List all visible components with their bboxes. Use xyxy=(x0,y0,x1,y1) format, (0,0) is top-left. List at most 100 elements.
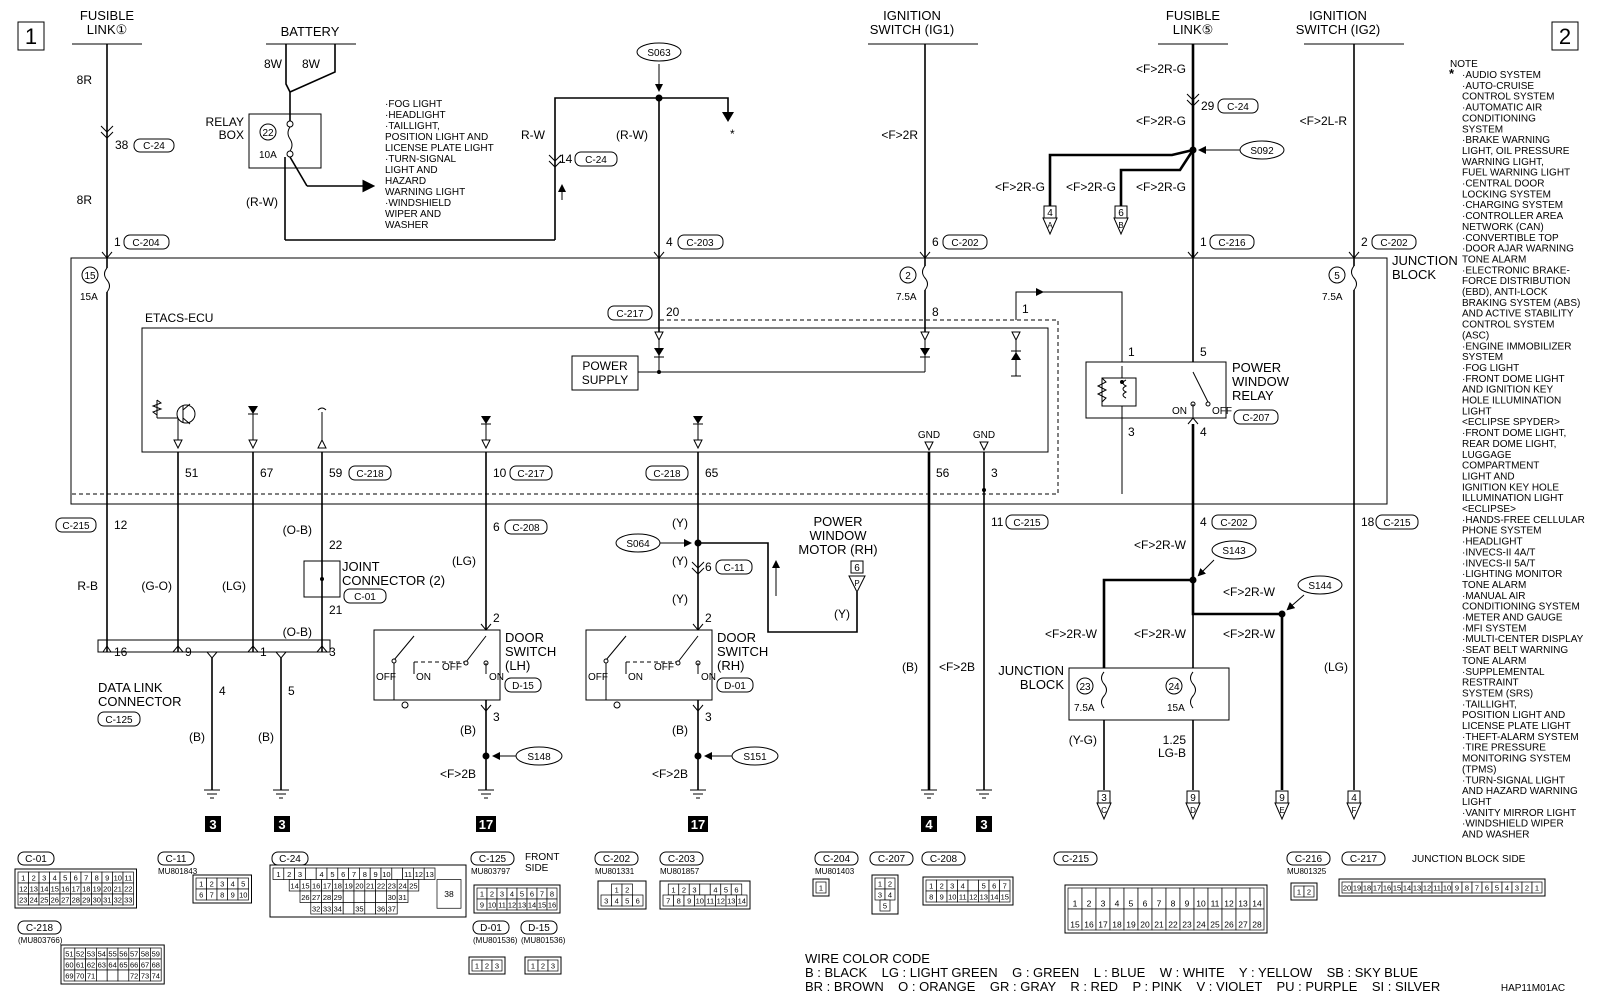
note-item: <ECLIPSE SPYDER> xyxy=(1462,417,1560,428)
connector-pin: 6 xyxy=(1485,884,1489,893)
connector-pin: 1 xyxy=(929,882,933,891)
connector-pin: 1 xyxy=(1297,888,1301,897)
svg-text:S064: S064 xyxy=(626,539,650,550)
connector-face-label: C-11 xyxy=(166,854,187,865)
svg-text:(RH): (RH) xyxy=(717,658,744,673)
fusible-link-5-header: FUSIBLE LINK⑤ xyxy=(1158,8,1228,45)
svg-text:5: 5 xyxy=(1334,271,1340,282)
svg-text:<F>2R-G: <F>2R-G xyxy=(1136,62,1186,76)
note-item: CONTROL SYSTEM xyxy=(1462,320,1554,331)
svg-text:LIGHT AND: LIGHT AND xyxy=(385,165,438,176)
connector-pin: 8 xyxy=(1171,899,1176,909)
svg-text:4: 4 xyxy=(1047,208,1053,219)
connector-pin: 8 xyxy=(929,893,933,902)
svg-text:NOTE: NOTE xyxy=(1450,59,1478,70)
note-item: RESTRAINT xyxy=(1462,678,1519,689)
svg-text:17: 17 xyxy=(691,817,705,832)
connector-face-label: C-125 xyxy=(479,854,507,865)
connector-pin: 15 xyxy=(301,882,309,891)
ecu-inputs: GND GND xyxy=(151,399,995,452)
svg-text:FUSIBLE: FUSIBLE xyxy=(1166,8,1221,23)
connector-pin: 20 xyxy=(1343,884,1351,893)
connector-pin: 4 xyxy=(320,870,324,879)
connector-pin: 4 xyxy=(713,886,717,895)
connector-pin: 3 xyxy=(878,891,882,900)
connector-pin: 7 xyxy=(84,874,88,883)
connector-pin: 10 xyxy=(696,897,704,906)
note-item: ·CENTRAL DOOR xyxy=(1462,179,1544,190)
connector-pin: 24 xyxy=(30,896,38,905)
note-item: <ECLIPSE> xyxy=(1462,504,1516,515)
svg-text:IGNITION: IGNITION xyxy=(883,8,941,23)
connector-pin: 67 xyxy=(141,961,149,970)
connector-pin: 10 xyxy=(1196,899,1206,909)
note-item: LUGGAGE xyxy=(1462,450,1512,461)
svg-text:(Y): (Y) xyxy=(834,607,850,621)
connector-pin: 11 xyxy=(1211,899,1220,909)
connector-pin: 18 xyxy=(1112,920,1122,930)
svg-text:WIPER AND: WIPER AND xyxy=(385,209,441,220)
connector-pin: 12 xyxy=(1224,899,1234,909)
note-item: IGNITION KEY HOLE xyxy=(1462,482,1559,493)
connector-pin: 1 xyxy=(480,890,484,899)
connector-pin: 7 xyxy=(1157,899,1162,909)
connector-pin: 8 xyxy=(677,897,681,906)
connector-pin: 10 xyxy=(488,901,496,910)
svg-text:(B): (B) xyxy=(460,723,476,737)
connector-pin: 1 xyxy=(819,884,823,893)
svg-text:DOOR: DOOR xyxy=(505,630,544,645)
svg-text:3: 3 xyxy=(980,817,987,832)
svg-text:SUPPLY: SUPPLY xyxy=(582,373,628,387)
connector-pin: 17 xyxy=(72,885,80,894)
connector-pin: 16 xyxy=(1084,920,1094,930)
note-item: LIGHT, OIL PRESSURE xyxy=(1462,146,1570,157)
connector-face-label: C-24 xyxy=(279,854,301,865)
svg-text:SWITCH: SWITCH xyxy=(717,644,768,659)
note-item: FUEL WARNING LIGHT xyxy=(1462,168,1570,179)
connector-pin: 11 xyxy=(706,897,714,906)
connector-pin: 22 xyxy=(377,882,385,891)
connector-pin: 5 xyxy=(1129,899,1134,909)
svg-text:<F>2L-R: <F>2L-R xyxy=(1300,114,1348,128)
svg-text:(O-B): (O-B) xyxy=(283,523,312,537)
connector-pin: 7 xyxy=(352,870,356,879)
connector-pin: 3 xyxy=(604,897,608,906)
ignition-ig1-header: IGNITION SWITCH (IG1) xyxy=(868,8,978,45)
note-item: ·METER AND GAUGE xyxy=(1462,613,1563,624)
note-item: CONDITIONING xyxy=(1462,113,1536,124)
svg-text:(LG): (LG) xyxy=(1324,660,1348,674)
connector-pin: 8 xyxy=(550,890,554,899)
note-item: ·ENGINE IMMOBILIZER xyxy=(1462,341,1571,352)
connector-pin: 8 xyxy=(95,874,99,883)
svg-text:ON: ON xyxy=(701,672,716,683)
note-item: LIGHT AND xyxy=(1462,471,1515,482)
connector-pin: 29 xyxy=(334,893,342,902)
svg-text:POWER: POWER xyxy=(582,359,628,373)
svg-text:1.25: 1.25 xyxy=(1163,733,1187,747)
connector-pin: 51 xyxy=(65,950,73,959)
svg-text:24: 24 xyxy=(1168,682,1180,693)
connector-pin: 11 xyxy=(124,874,132,883)
connector-pin: 33 xyxy=(323,905,331,914)
svg-text:GND: GND xyxy=(918,430,940,441)
svg-text:C-215: C-215 xyxy=(62,521,90,532)
connector-pin: 3 xyxy=(692,886,696,895)
connector-pin: 5 xyxy=(724,886,728,895)
connector-pin: 6 xyxy=(199,891,203,900)
connector-pin: 28 xyxy=(72,896,80,905)
connector-pin: 2 xyxy=(490,890,494,899)
connector-pin: 4 xyxy=(1115,899,1120,909)
note-item: ·TAILLIGHT, xyxy=(1462,699,1517,710)
data-link-connector: 4 5 (B) (B) DATA LINK CONNECTOR C-125 xyxy=(97,639,331,790)
connector-pin: 7 xyxy=(1475,884,1479,893)
note-item: ·WINDSHIELD WIPER xyxy=(1462,819,1564,830)
connector-pin: 22 xyxy=(124,885,132,894)
connector-pin: 1 xyxy=(475,962,479,971)
connector-pin: 15 xyxy=(538,901,546,910)
connector-pin: 9 xyxy=(231,891,235,900)
